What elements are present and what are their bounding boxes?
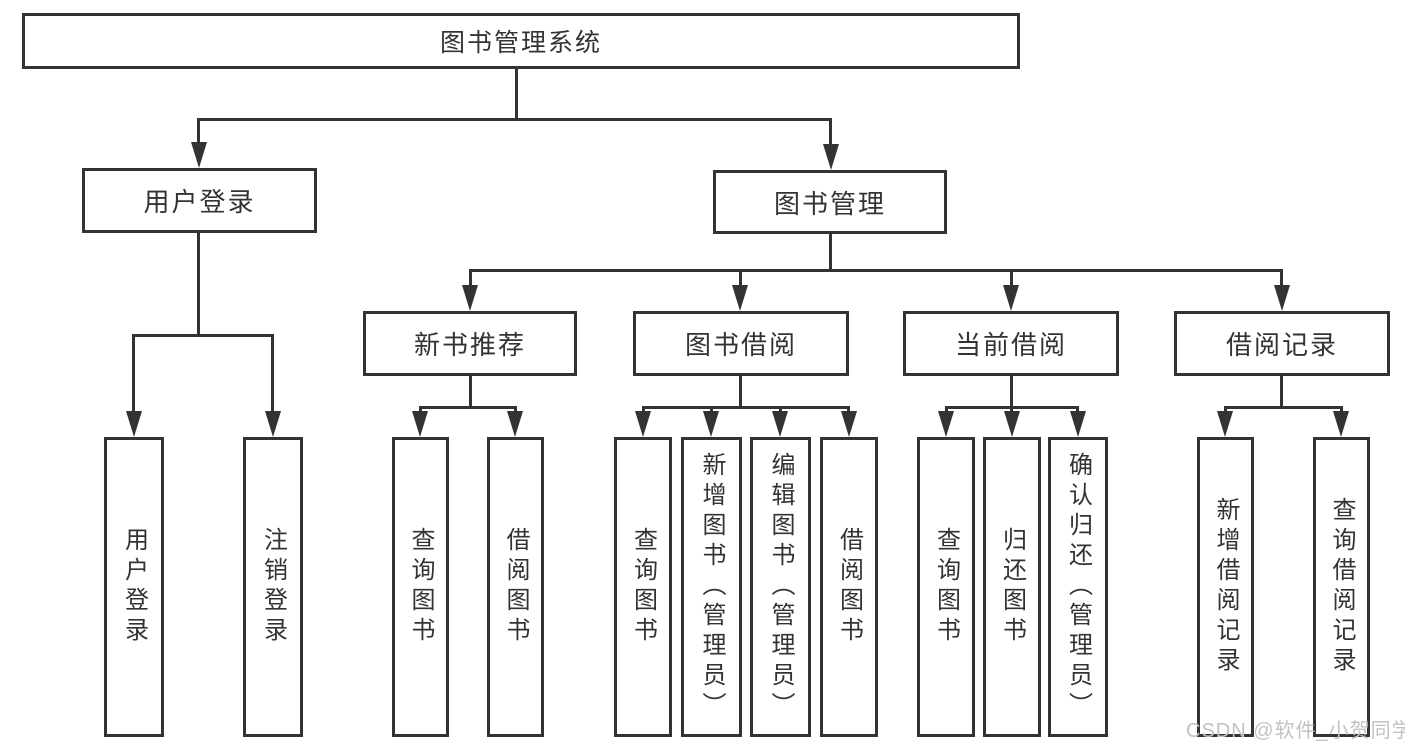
connector-line xyxy=(1280,269,1283,288)
connector-line xyxy=(779,406,782,414)
arrowhead-down-icon xyxy=(1004,411,1020,437)
connector-line xyxy=(1280,376,1283,409)
leaf-newbooks-query-label: 查询图书 xyxy=(407,527,434,647)
arrowhead-down-icon xyxy=(823,144,839,170)
leaf-records-add-label: 新增借阅记录 xyxy=(1212,497,1239,677)
leaf-records-query-label: 查询借阅记录 xyxy=(1328,497,1355,677)
arrowhead-down-icon xyxy=(265,411,281,437)
arrowhead-down-icon xyxy=(126,411,142,437)
node-current-borrow-label: 当前借阅 xyxy=(954,330,1067,360)
leaf-newbooks-query: 查询图书 xyxy=(392,437,449,737)
connector-line xyxy=(1224,406,1343,409)
leaf-borrow-borrow-book-label: 借阅图书 xyxy=(835,527,863,647)
arrowhead-down-icon xyxy=(938,411,954,437)
leaf-borrow-borrow-book: 借阅图书 xyxy=(820,437,878,737)
node-user-login: 用户登录 xyxy=(82,168,317,233)
arrowhead-down-icon xyxy=(1070,411,1086,437)
connector-line xyxy=(847,406,850,414)
connector-line xyxy=(514,406,517,414)
leaf-records-query: 查询借阅记录 xyxy=(1313,437,1370,737)
arrowhead-down-icon xyxy=(703,411,719,437)
leaf-current-confirm-return-label: 确认归还（管理员） xyxy=(1064,452,1092,722)
leaf-user-login-label: 用户登录 xyxy=(120,527,148,647)
arrowhead-down-icon xyxy=(1333,411,1349,437)
connector-line xyxy=(1076,406,1079,414)
leaf-logout-label: 注销登录 xyxy=(259,527,287,647)
connector-line xyxy=(1224,406,1227,414)
leaf-borrow-add-book-label: 新增图书（管理员） xyxy=(698,452,725,722)
arrowhead-down-icon xyxy=(772,411,788,437)
arrowhead-down-icon xyxy=(635,411,651,437)
leaf-logout: 注销登录 xyxy=(243,437,303,737)
node-book-mgmt-label: 图书管理 xyxy=(773,188,886,219)
arrowhead-down-icon xyxy=(462,285,478,311)
arrowhead-down-icon xyxy=(1217,411,1233,437)
leaf-current-return-label: 归还图书 xyxy=(998,527,1026,647)
connector-line xyxy=(1010,406,1013,414)
connector-line xyxy=(710,406,713,414)
connector-line xyxy=(469,269,1283,272)
connector-line xyxy=(1340,406,1343,414)
leaf-current-confirm-return: 确认归还（管理员） xyxy=(1048,437,1108,737)
leaf-records-add: 新增借阅记录 xyxy=(1197,437,1254,737)
leaf-newbooks-borrow-label: 借阅图书 xyxy=(502,527,529,647)
node-root-label: 图书管理系统 xyxy=(439,29,602,57)
connector-line xyxy=(132,334,274,337)
arrowhead-down-icon xyxy=(1274,285,1290,311)
connector-line xyxy=(469,269,472,288)
csdn-watermark: CSDN @软件_小贺同学 xyxy=(1186,720,1405,742)
arrowhead-down-icon xyxy=(191,142,207,168)
connector-line xyxy=(469,376,472,409)
node-new-books-label: 新书推荐 xyxy=(413,330,526,360)
connector-line xyxy=(945,406,948,414)
leaf-current-query: 查询图书 xyxy=(917,437,975,737)
connector-line xyxy=(132,334,135,413)
node-user-login-label: 用户登录 xyxy=(143,187,256,217)
node-borrow-records-label: 借阅记录 xyxy=(1225,330,1338,360)
node-current-borrow: 当前借阅 xyxy=(903,311,1119,376)
connector-line xyxy=(739,269,742,288)
leaf-borrow-edit-book-label: 编辑图书（管理员） xyxy=(767,452,794,722)
connector-line xyxy=(1010,269,1013,288)
arrowhead-down-icon xyxy=(841,411,857,437)
arrowhead-down-icon xyxy=(1003,285,1019,311)
node-borrow-records: 借阅记录 xyxy=(1174,311,1390,376)
connector-line xyxy=(271,334,274,413)
leaf-borrow-edit-book: 编辑图书（管理员） xyxy=(750,437,811,737)
connector-line xyxy=(515,68,518,121)
leaf-newbooks-borrow: 借阅图书 xyxy=(487,437,544,737)
arrowhead-down-icon xyxy=(507,411,523,437)
connector-line xyxy=(197,118,832,121)
leaf-current-query-label: 查询图书 xyxy=(932,527,960,647)
connector-line xyxy=(642,406,645,414)
connector-line xyxy=(1010,376,1013,409)
connector-line xyxy=(419,406,516,409)
connector-line xyxy=(642,406,850,409)
arrowhead-down-icon xyxy=(412,411,428,437)
node-book-borrow: 图书借阅 xyxy=(633,311,849,376)
leaf-borrow-add-book: 新增图书（管理员） xyxy=(681,437,742,737)
node-book-borrow-label: 图书借阅 xyxy=(684,330,797,360)
connector-line xyxy=(197,232,200,337)
leaf-borrow-query-label: 查询图书 xyxy=(629,527,657,647)
node-root: 图书管理系统 xyxy=(22,13,1020,69)
connector-line xyxy=(197,118,200,145)
node-new-books: 新书推荐 xyxy=(363,311,577,376)
connector-line xyxy=(739,376,742,409)
connector-line xyxy=(829,118,832,146)
leaf-borrow-query: 查询图书 xyxy=(614,437,672,737)
arrowhead-down-icon xyxy=(732,285,748,311)
connector-line xyxy=(829,234,832,272)
leaf-current-return: 归还图书 xyxy=(983,437,1041,737)
connector-line xyxy=(419,406,422,414)
node-book-mgmt: 图书管理 xyxy=(713,170,947,234)
leaf-user-login: 用户登录 xyxy=(104,437,164,737)
